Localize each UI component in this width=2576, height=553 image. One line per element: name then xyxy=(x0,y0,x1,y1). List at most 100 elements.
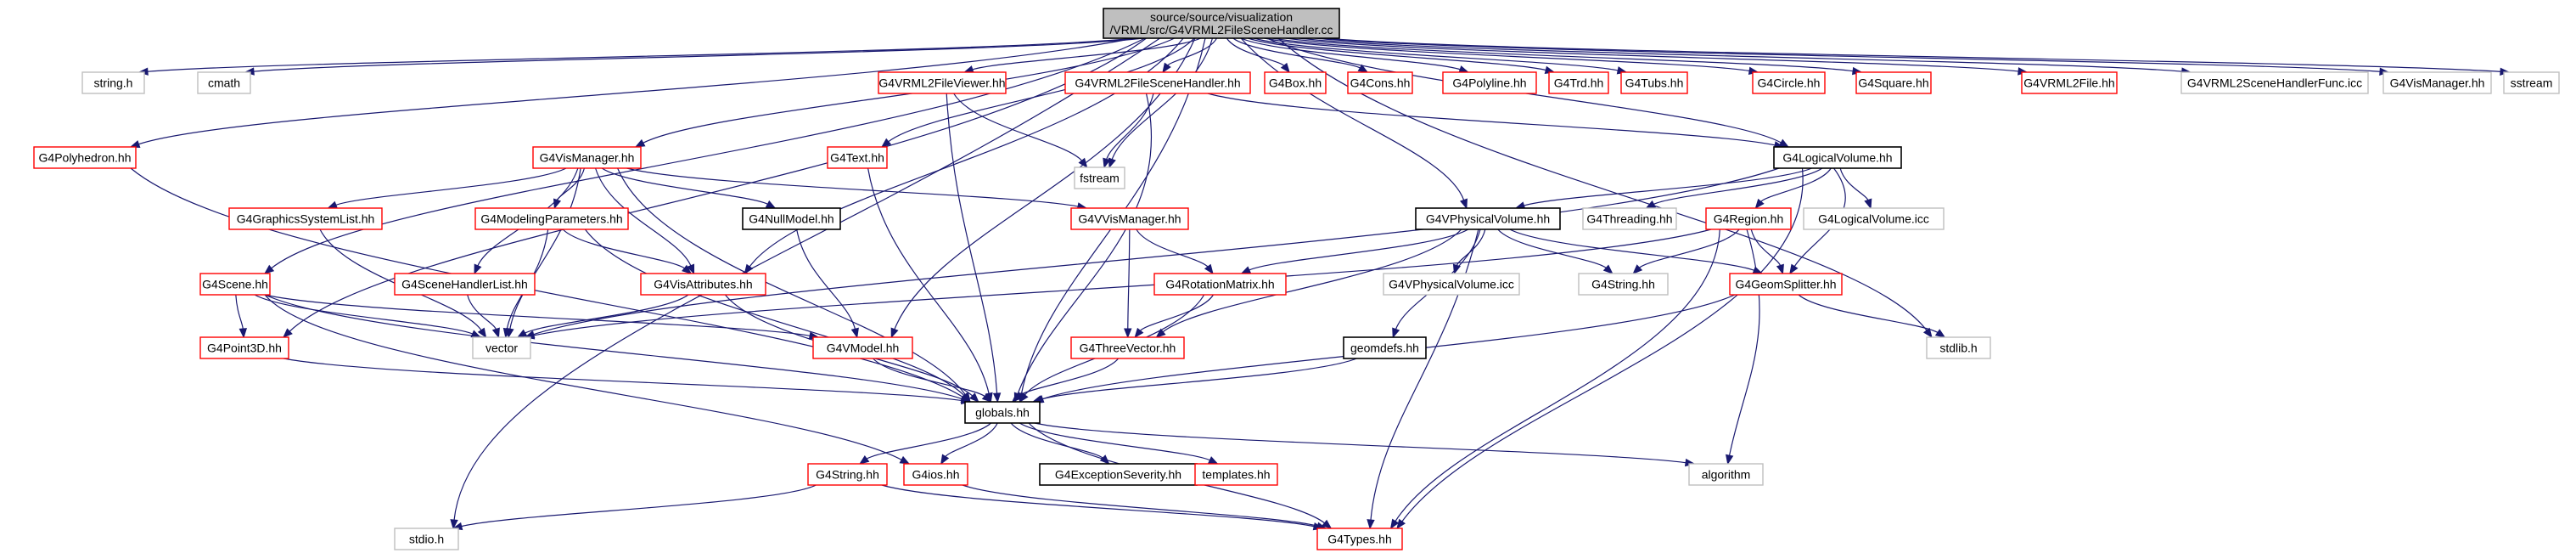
edge-g4ios-to-g4types xyxy=(962,484,1327,530)
arrowhead xyxy=(450,519,458,530)
edge-root-to-stdio xyxy=(450,37,1160,530)
node-g4modelingparameters[interactable]: G4ModelingParameters.hh xyxy=(474,207,629,230)
arrowhead xyxy=(1367,519,1375,530)
edge-root-to-g4logicalvolume xyxy=(1266,37,1790,148)
node-g4rotationmatrix[interactable]: G4RotationMatrix.hh xyxy=(1153,273,1287,296)
node-box xyxy=(742,207,841,230)
node-label: G4VRML2FileSceneHandler.hh xyxy=(1075,76,1240,90)
node-label: G4Circle.hh xyxy=(1758,76,1821,90)
node-g4cons[interactable]: G4Cons.hh xyxy=(1347,71,1413,94)
arrowhead xyxy=(1240,266,1252,274)
edge-g4nullmodel-to-g4vmodel xyxy=(796,229,859,339)
node-label: algorithm xyxy=(1702,468,1751,482)
node-box xyxy=(903,463,968,486)
node-g4scene[interactable]: G4Scene.hh xyxy=(199,273,271,296)
node-g4types[interactable]: G4Types.hh xyxy=(1316,528,1403,550)
node-label: G4VPhysicalVolume.icc xyxy=(1389,278,1514,291)
node-g4logicalvolumeicc: G4LogicalVolume.icc xyxy=(1803,207,1945,230)
arrowhead xyxy=(890,327,899,339)
arrowhead xyxy=(1632,264,1643,274)
edge-root-to-g4vrml2filescenehandler xyxy=(1162,37,1218,74)
edge-g4scenehandlerlist-to-vector xyxy=(467,294,500,339)
node-box xyxy=(197,71,251,94)
node-box xyxy=(1578,273,1669,296)
node-label: G4ModelingParameters.hh xyxy=(480,212,622,226)
edge-g4modelingparameters-to-g4visattributes xyxy=(562,229,693,274)
node-g4text[interactable]: G4Text.hh xyxy=(827,146,888,169)
edge-root-to-g4box xyxy=(1226,37,1290,74)
node-g4vismanager[interactable]: G4VisManager.hh xyxy=(532,146,642,169)
node-g4vmodel[interactable]: G4VModel.hh xyxy=(812,336,913,359)
node-label: G4VRML2SceneHandlerFunc.icc xyxy=(2187,76,2362,90)
node-g4polyhedron[interactable]: G4Polyhedron.hh xyxy=(33,146,137,169)
edge-g4vismanager-to-g4visattributes xyxy=(595,167,695,275)
node-g4vvismanager[interactable]: G4VVisManager.hh xyxy=(1070,207,1189,230)
node-box xyxy=(1383,273,1520,296)
node-g4threevector[interactable]: G4ThreeVector.hh xyxy=(1070,336,1185,359)
node-box xyxy=(394,528,459,550)
node-g4tubs[interactable]: G4Tubs.hh xyxy=(1620,71,1688,94)
node-g4string[interactable]: G4String.hh xyxy=(807,463,888,486)
arrowhead xyxy=(1934,329,1946,338)
arrowhead xyxy=(1389,518,1400,530)
arrowhead xyxy=(477,327,487,339)
node-g4string-mid: G4String.hh xyxy=(1578,273,1669,296)
node-box xyxy=(640,273,766,296)
node-g4vrml2file[interactable]: G4VRML2File.hh xyxy=(2021,71,2118,94)
node-box xyxy=(1343,336,1427,359)
node-g4scenehandlerlist[interactable]: G4SceneHandlerList.hh xyxy=(394,273,536,296)
node-label: G4VisAttributes.hh xyxy=(654,278,752,291)
node-vector: vector xyxy=(472,336,531,359)
node-label: G4Text.hh xyxy=(830,151,884,165)
node-g4graphicssystemlist[interactable]: G4GraphicsSystemList.hh xyxy=(228,207,383,230)
arrowhead xyxy=(1645,200,1657,209)
edge-root-to-g4tubs xyxy=(1254,37,1628,75)
node-sstream: sstream xyxy=(2503,71,2560,94)
node-box xyxy=(1582,207,1677,230)
edge-g4vismanager-to-g4graphicssystemlist xyxy=(327,167,567,209)
node-label: G4LogicalVolume.icc xyxy=(1818,212,1929,226)
node-box xyxy=(199,336,289,359)
node-label: G4Scene.hh xyxy=(202,278,268,291)
node-box xyxy=(2382,71,2492,94)
node-g4vrml2filescenehandler[interactable]: G4VRML2FileSceneHandler.hh xyxy=(1064,71,1251,94)
node-g4ios[interactable]: G4ios.hh xyxy=(903,463,968,486)
node-label: templates.hh xyxy=(1202,468,1270,482)
node-g4trd[interactable]: G4Trd.hh xyxy=(1548,71,1609,94)
arrowhead xyxy=(765,200,777,209)
node-g4polyline[interactable]: G4Polyline.hh xyxy=(1442,71,1537,94)
edge-root-to-fstream xyxy=(1108,37,1214,169)
node-g4vphysicalvolumeicc: G4VPhysicalVolume.icc xyxy=(1383,273,1520,296)
node-label: G4Threading.hh xyxy=(1586,212,1672,226)
node-g4geomsplitter[interactable]: G4GeomSplitter.hh xyxy=(1729,273,1843,296)
arrowhead xyxy=(263,264,275,274)
node-g4box[interactable]: G4Box.hh xyxy=(1264,71,1327,94)
node-g4point3d[interactable]: G4Point3D.hh xyxy=(199,336,289,359)
node-g4visattributes[interactable]: G4VisAttributes.hh xyxy=(640,273,766,296)
node-label: G4RotationMatrix.hh xyxy=(1165,278,1274,291)
node-g4vrml2fileviewer[interactable]: G4VRML2FileViewer.hh xyxy=(878,71,1007,94)
arrowhead xyxy=(634,138,646,148)
node-box xyxy=(474,207,629,230)
node-g4region[interactable]: G4Region.hh xyxy=(1705,207,1792,230)
edge-globals-to-algorithm xyxy=(1034,422,1696,467)
edge-g4logicalvolume-to-vector xyxy=(524,167,1780,339)
edge-g4vphysicalvolume-to-g4rotationmatrix xyxy=(1240,229,1469,274)
node-templates[interactable]: templates.hh xyxy=(1194,463,1278,486)
node-g4square[interactable]: G4Square.hh xyxy=(1855,71,1932,94)
node-label: string.h xyxy=(94,76,133,90)
edge-g4vrml2filescenehandler-to-g4logicalvolume xyxy=(1207,93,1785,150)
node-root: source/source/visualization/VRML/src/G4V… xyxy=(1103,8,1340,39)
node-g4circle[interactable]: G4Circle.hh xyxy=(1752,71,1826,94)
edge-g4region-to-g4string-mid xyxy=(1632,229,1740,274)
arrowhead xyxy=(1108,157,1116,169)
node-box xyxy=(1074,166,1125,189)
node-box xyxy=(878,71,1007,94)
node-label: G4LogicalVolume.hh xyxy=(1782,151,1892,165)
node-label: G4Square.hh xyxy=(1858,76,1928,90)
node-box xyxy=(1729,273,1843,296)
node-label: geomdefs.hh xyxy=(1350,341,1419,355)
node-label: source/source/visualization xyxy=(1150,10,1293,24)
node-label: G4VRML2File.hh xyxy=(2023,76,2114,90)
arrowhead xyxy=(1162,62,1171,74)
